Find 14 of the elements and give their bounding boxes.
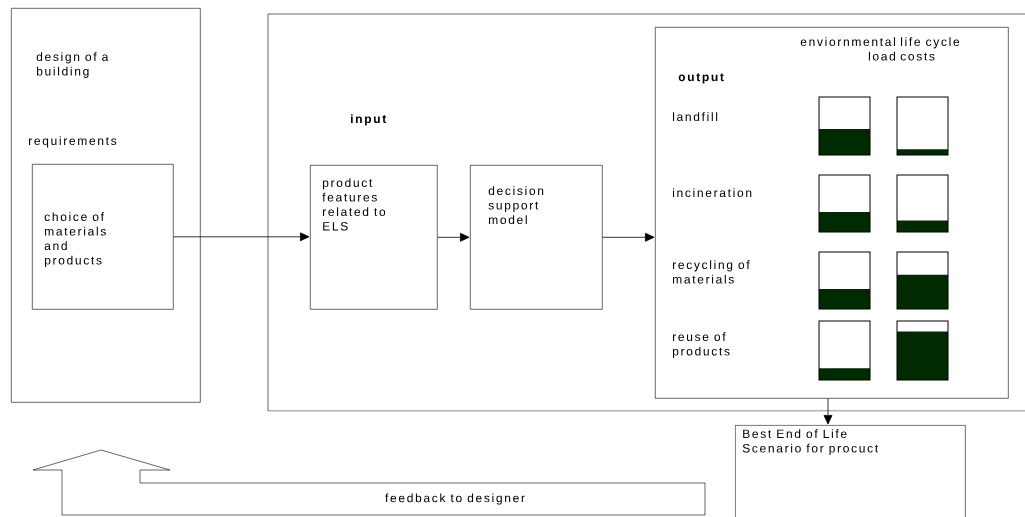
arrow xyxy=(602,232,655,242)
row-label: recycling of materials xyxy=(673,260,750,284)
process-box: choice of materials and products xyxy=(32,164,174,310)
arrow xyxy=(173,232,310,242)
row-label: reuse of products xyxy=(673,332,730,358)
model-frame xyxy=(267,13,1025,412)
arrow xyxy=(823,398,833,425)
result-box: Best End of Life Scenario for procuct xyxy=(735,425,966,517)
row-label: incineration xyxy=(673,188,752,197)
row-label: landfill xyxy=(673,112,718,121)
process-box: input product features related to ELS xyxy=(310,114,438,310)
arrow xyxy=(437,232,470,242)
process-box: decision support model xyxy=(470,165,603,310)
node-label: input xyxy=(351,114,387,126)
